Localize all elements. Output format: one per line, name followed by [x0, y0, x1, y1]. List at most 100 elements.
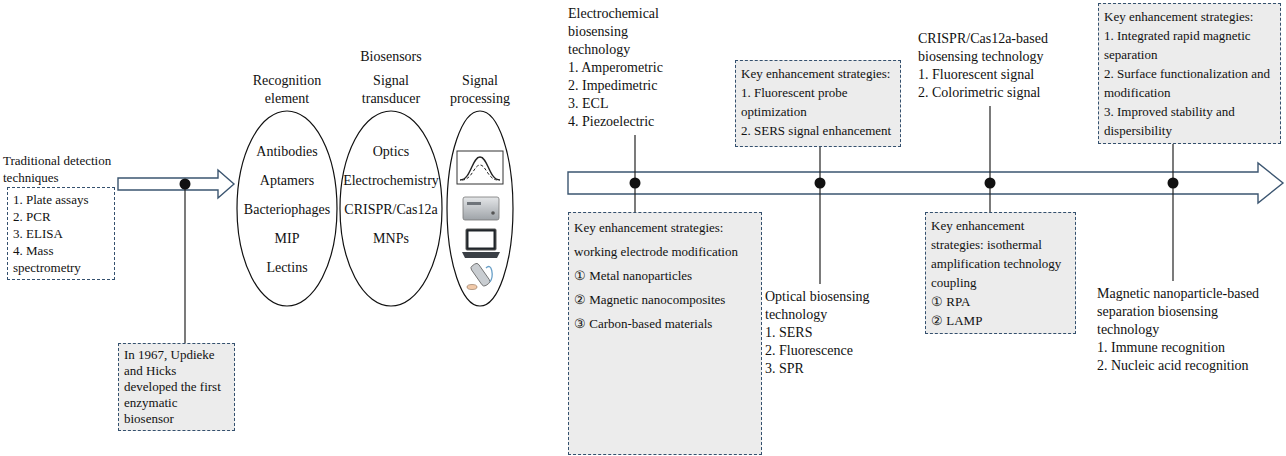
technology-item: 2. Colorimetric signal	[918, 84, 1090, 102]
component-item: CRISPR/Cas12a	[339, 200, 443, 219]
label-group: Optical biosensing technology1. SERS2. F…	[765, 288, 890, 378]
ellipse-shape	[237, 111, 337, 306]
box-item: 1. Plate assays	[13, 191, 109, 208]
timeline-dot	[630, 178, 641, 189]
technology-heading: CRISPR/Cas12a-based biosensing technolog…	[918, 30, 1090, 66]
instrument-icon	[463, 197, 499, 220]
dashed-text-box: Key enhancement strategies: isothermal a…	[925, 212, 1076, 334]
box-item: ① RPA	[931, 292, 1070, 311]
technology-item: 2. Nucleic acid recognition	[1097, 357, 1283, 375]
box-item: 2. PCR	[13, 208, 109, 225]
dashed-text-box: Key enhancement strategies:1. Integrated…	[1098, 3, 1281, 144]
component-item: Optics	[339, 142, 443, 161]
component-item: Aptamers	[236, 171, 338, 190]
item-list: OpticsElectrochemistryCRISPR/Cas12aMNPs	[339, 142, 443, 258]
box-heading: Key enhancement strategies: working elec…	[574, 216, 756, 264]
leader-line	[989, 106, 990, 183]
dashed-text-box: Key enhancement strategies: working elec…	[568, 212, 762, 455]
label-group: Electrochemical biosensing technology1. …	[568, 5, 680, 131]
box-heading: Key enhancement strategies:	[741, 64, 895, 83]
instrument-button	[491, 211, 495, 215]
technology-item: 1. SERS	[765, 324, 890, 342]
technology-item: 2. Fluorescence	[765, 342, 890, 360]
chart-frame	[457, 151, 503, 184]
box-item: 1. Integrated rapid magnetic separation	[1104, 26, 1275, 64]
laptop-screen	[466, 229, 496, 250]
technology-item: 3. SPR	[765, 360, 890, 378]
dashed-text-box: Key enhancement strategies:1. Fluorescen…	[735, 60, 901, 147]
technology-heading: Electrochemical biosensing technology	[568, 5, 680, 59]
leader-line	[1172, 183, 1173, 281]
dashed-text-box: Traditional detection techniques1. Plate…	[3, 152, 115, 280]
dashed-text-box: In 1967, Updieke and Hicks developed the…	[118, 343, 235, 431]
timeline-dot	[815, 178, 826, 189]
component-ellipse: Signal transducerOpticsElectrochemistryC…	[339, 70, 443, 307]
item-list: AntibodiesAptamersBacteriophagesMIP Lecti…	[236, 142, 338, 287]
heading-holder: Recognition element	[236, 70, 338, 108]
box-item: 3. Improved stability and dispersibility	[1104, 102, 1275, 140]
instrument-body	[463, 197, 499, 220]
leader-line	[184, 184, 185, 343]
dashed-frame: 1. Plate assays2. PCR3. ELISA4. Mass spe…	[7, 187, 115, 280]
probe-icon	[467, 262, 492, 289]
technology-item: 1. Amperometric	[568, 59, 680, 77]
technology-item: 1. Fluorescent signal	[918, 66, 1090, 84]
component-item: Bacteriophages	[236, 200, 338, 219]
box-heading: Traditional detection techniques	[3, 152, 115, 187]
technology-heading: Biosensors	[330, 48, 452, 66]
instrument-slot	[467, 202, 481, 205]
laptop-display	[469, 232, 494, 248]
box-item: 4. Mass spectrometry	[13, 242, 109, 276]
component-item: Electrochemistry	[339, 171, 443, 190]
hollow-arrow	[118, 170, 234, 198]
component-item: Antibodies	[236, 142, 338, 161]
ellipse-shape	[340, 111, 442, 306]
component-ellipse: Signal processing	[446, 70, 514, 307]
label-group: CRISPR/Cas12a-based biosensing technolog…	[918, 30, 1090, 102]
chart-curve-dashed	[462, 165, 498, 180]
box-heading: In 1967, Updieke and Hicks developed the…	[124, 347, 229, 427]
component-heading: Signal transducer	[351, 72, 431, 108]
heading-holder: Signal processing	[446, 70, 514, 108]
technology-item: 1. Immune recognition	[1097, 339, 1283, 357]
leader-line	[819, 183, 820, 284]
leader-line	[1172, 144, 1173, 183]
laptop-base	[462, 252, 500, 258]
component-heading: Recognition element	[244, 72, 330, 108]
timeline-arrow	[568, 163, 1283, 203]
ellipse-outline	[446, 110, 514, 307]
box-item: 2. Surface functionalization and modific…	[1104, 64, 1275, 102]
component-heading: Signal processing	[446, 72, 514, 108]
timeline-dot	[1168, 178, 1179, 189]
component-ellipse: Recognition elementAntibodiesAptamersBac…	[236, 70, 338, 307]
component-item: MIP	[236, 229, 338, 248]
timeline-dots	[180, 178, 1179, 190]
box-item: 1. Fluorescent probe optimization	[741, 83, 895, 121]
component-item: MNPs	[339, 229, 443, 248]
ellipse-shape	[447, 111, 513, 306]
label-group: Magnetic nanoparticle-based separation b…	[1097, 285, 1283, 375]
timeline-dot	[985, 178, 996, 189]
technology-heading: Optical biosensing technology	[765, 288, 890, 324]
box-item: ③ Carbon-based materials	[574, 312, 756, 336]
heading-holder: Signal transducer	[339, 70, 443, 108]
technology-item: 2. Impedimetric	[568, 77, 680, 95]
timeline-dot	[180, 179, 191, 190]
box-heading: Key enhancement strategies:	[1104, 7, 1275, 26]
label-group: Biosensors	[330, 48, 452, 66]
box-heading: Key enhancement strategies: isothermal a…	[931, 216, 1070, 292]
laptop-icon	[462, 229, 500, 258]
probe-tip	[467, 285, 477, 290]
technology-item: 4. Piezoelectric	[568, 113, 680, 131]
box-item: ② Magnetic nanocomposites	[574, 288, 756, 312]
technology-heading: Magnetic nanoparticle-based separation b…	[1097, 285, 1283, 339]
technology-item: 3. ECL	[568, 95, 680, 113]
box-item: ① Metal nanoparticles	[574, 264, 756, 288]
component-item: Lectins	[236, 258, 338, 277]
leader-line	[634, 135, 635, 183]
box-item: 3. ELISA	[13, 225, 109, 242]
chart-curve	[460, 157, 500, 180]
probe-cable	[486, 267, 492, 282]
box-item: 2. SERS signal enhancement	[741, 121, 895, 140]
